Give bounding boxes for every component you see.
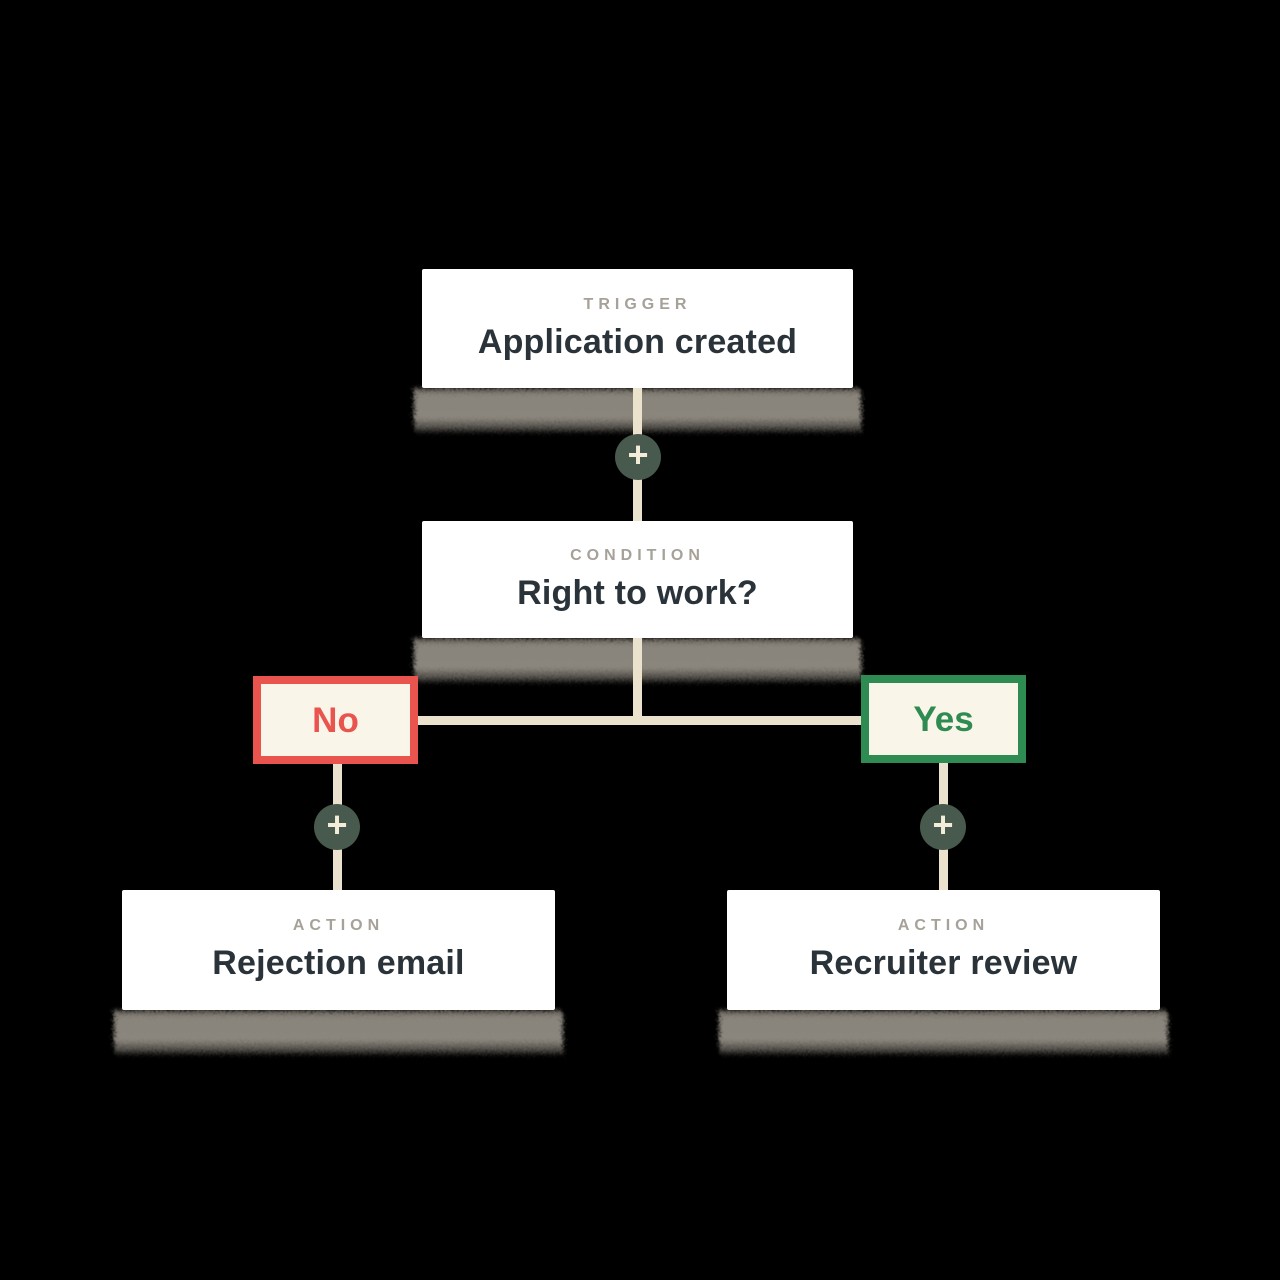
branch-no-label: No: [312, 700, 359, 740]
condition-kicker-label: CONDITION: [570, 546, 705, 564]
condition-title: Right to work?: [517, 573, 758, 612]
plus-icon: +: [627, 434, 649, 475]
action-rejection-node-card[interactable]: ACTION Rejection email: [122, 890, 555, 1010]
branch-yes-node[interactable]: Yes: [861, 675, 1026, 763]
branch-no-node[interactable]: No: [253, 676, 418, 764]
review-kicker-label: ACTION: [897, 917, 990, 934]
rejection-title: Rejection email: [212, 944, 465, 982]
rejection-kicker-label: ACTION: [292, 917, 385, 934]
connector-condition-to-branches: [633, 636, 642, 724]
plus-icon: +: [932, 804, 954, 845]
add-step-button-no-branch[interactable]: +: [314, 804, 360, 850]
trigger-title: Application created: [477, 322, 798, 361]
add-step-button-top[interactable]: +: [615, 434, 661, 480]
review-title: Recruiter review: [809, 944, 1078, 982]
rejection-card-shadow: [114, 1010, 563, 1056]
add-step-button-yes-branch[interactable]: +: [920, 804, 966, 850]
connector-branch-horizontal: [412, 716, 868, 725]
branch-yes-label: Yes: [913, 699, 974, 739]
trigger-kicker-label: TRIGGER: [583, 295, 692, 313]
condition-node-card[interactable]: CONDITION Right to work?: [422, 521, 853, 638]
review-card-shadow: [719, 1010, 1168, 1056]
plus-icon: +: [326, 804, 348, 845]
action-review-node-card[interactable]: ACTION Recruiter review: [727, 890, 1160, 1010]
trigger-node-card[interactable]: TRIGGER Application created: [422, 269, 853, 388]
